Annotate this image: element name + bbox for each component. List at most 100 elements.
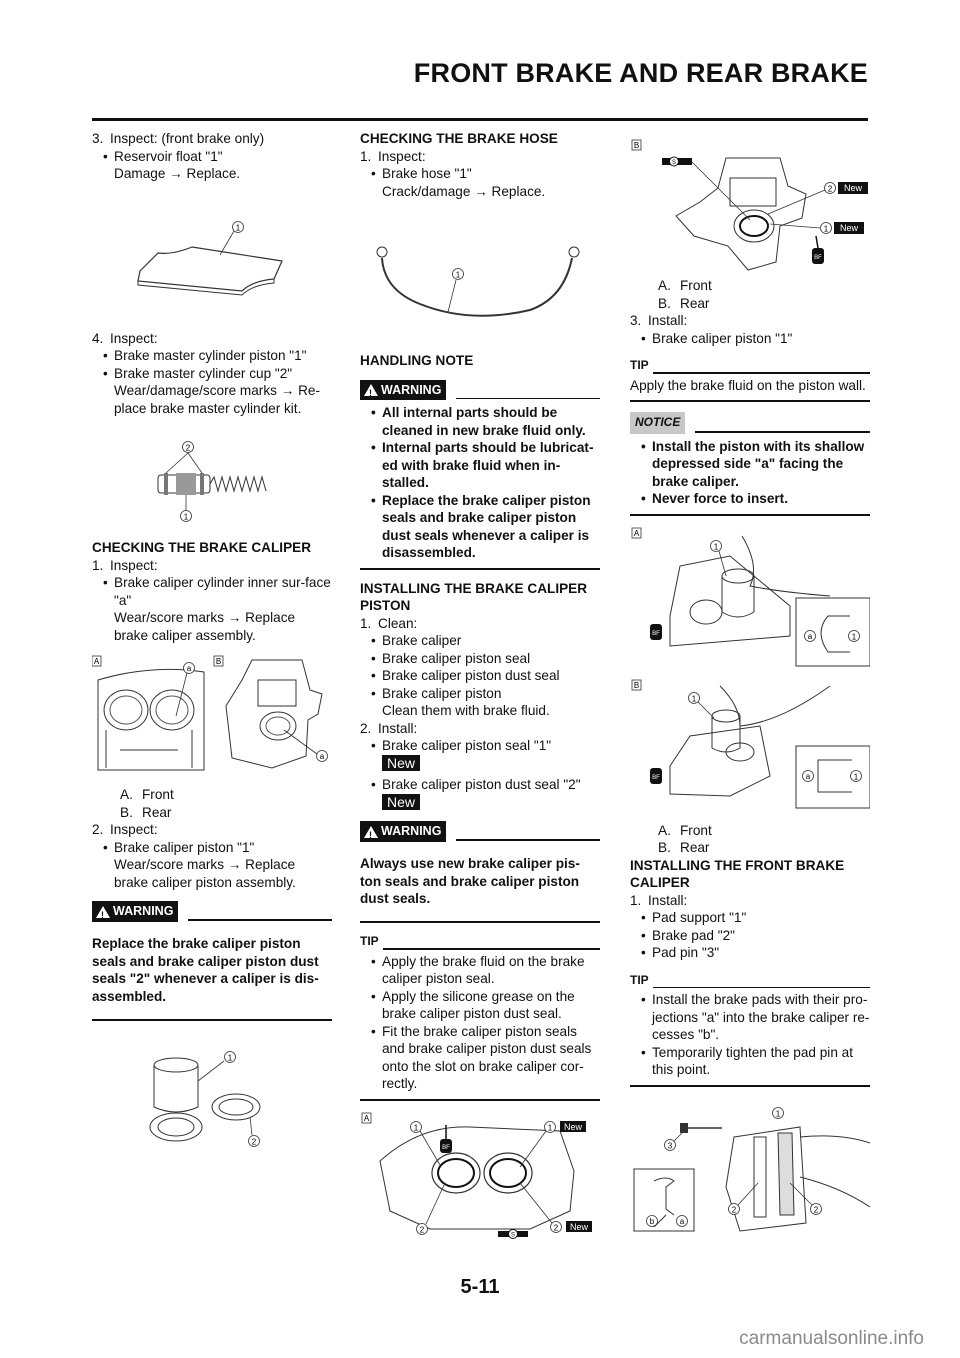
step-4: 4.Inspect: <box>92 330 158 346</box>
result-text: Wear/score marks → Replace brake caliper… <box>114 610 296 643</box>
svg-text:1: 1 <box>548 1123 553 1132</box>
warning-header: WARNING <box>92 901 332 924</box>
notice-header: NOTICE <box>630 412 870 434</box>
step-3: 3.Inspect: (front brake only) <box>92 131 265 146</box>
svg-text:New: New <box>564 1122 583 1132</box>
svg-text:a: a <box>187 664 192 673</box>
master-cylinder-figure: 2 1 <box>92 423 332 533</box>
svg-text:2: 2 <box>732 1205 737 1214</box>
svg-text:2: 2 <box>420 1225 425 1234</box>
new-badge: New <box>382 793 421 810</box>
warning-bullet: •All internal parts should be cleaned in… <box>371 405 586 438</box>
watermark: carmanualsonline.info <box>739 1328 924 1349</box>
svg-text:B: B <box>216 657 221 666</box>
piston-install-figure: A 1 BF a 1 B 1 <box>630 526 870 816</box>
column-2: CHECKING THE BRAKE HOSE 1.Inspect: •Brak… <box>360 130 600 1247</box>
warning-badge: WARNING <box>360 821 447 844</box>
brake-hose-figure: 1 <box>360 206 600 346</box>
caliper-inner-surface-figure: A a B a <box>92 650 332 780</box>
notice-bullet: •Install the piston with its shallow dep… <box>641 438 865 489</box>
legend-row: A.Front <box>658 822 712 838</box>
svg-text:BF: BF <box>814 255 822 261</box>
warning-badge: WARNING <box>360 379 447 403</box>
warning-text: Replace the brake caliper piston seals a… <box>92 936 319 1004</box>
warning-bullet: •Internal parts should be lubricat-ed wi… <box>371 440 594 490</box>
svg-text:BF: BF <box>652 631 660 637</box>
tip-header: TIP <box>360 933 600 951</box>
svg-text:BF: BF <box>442 1145 450 1151</box>
result-text: Wear/damage/score marks → Re-place brake… <box>114 383 320 416</box>
warning-header: WARNING <box>360 821 600 844</box>
svg-text:S: S <box>672 160 676 166</box>
legend-row: B.Rear <box>120 804 172 820</box>
svg-text:2: 2 <box>186 444 191 453</box>
page-number: 5-11 <box>460 1276 500 1298</box>
svg-text:2: 2 <box>554 1223 559 1232</box>
svg-text:1: 1 <box>228 1053 233 1062</box>
tip-bullet: •Temporarily tighten the pad pin at this… <box>641 1044 854 1078</box>
column-1: 3.Inspect: (front brake only) •Reservoir… <box>92 130 332 1167</box>
warning-triangle-icon <box>96 905 110 924</box>
svg-text:3: 3 <box>668 1141 673 1150</box>
svg-text:1: 1 <box>854 772 859 781</box>
bullet: •Brake caliper piston dust seal <box>371 668 560 683</box>
bullet: •Brake caliper piston <box>371 685 502 701</box>
svg-text:a: a <box>680 1217 685 1226</box>
reservoir-float-figure: 1 <box>92 189 332 324</box>
notice-bullet: •Never force to insert. <box>641 491 788 506</box>
section-heading: INSTALLING THE FRONT BRAKE CALIPER <box>630 857 845 891</box>
result-text: Damage → Replace. <box>114 166 241 181</box>
step-1: 1.Install: <box>630 892 688 908</box>
svg-text:2: 2 <box>814 1205 819 1214</box>
svg-text:2: 2 <box>828 185 833 194</box>
svg-text:1: 1 <box>714 542 719 551</box>
bullet: •Brake caliper piston dust seal "2" <box>371 777 581 792</box>
tip-bullet: •Apply the silicone grease on the brake … <box>371 988 575 1022</box>
svg-text:1: 1 <box>414 1123 419 1132</box>
bullet: •Pad pin "3" <box>641 945 720 960</box>
bullet: •Brake caliper <box>371 633 462 648</box>
svg-text:New: New <box>840 223 859 233</box>
result-text: Wear/score marks → Replace brake caliper… <box>114 857 296 890</box>
new-badge: New <box>382 754 421 771</box>
section-heading: HANDLING NOTE <box>360 353 474 368</box>
step-2: 2.Inspect: <box>92 822 158 837</box>
bullet: •Brake hose "1" <box>371 166 472 181</box>
brake-pad-install-figure: 3 1 2 2 b a <box>630 1097 870 1237</box>
bullet: •Reservoir float "1" <box>103 148 223 164</box>
warning-triangle-icon <box>364 384 378 403</box>
bullet: •Brake caliper piston seal <box>371 650 531 666</box>
section-heading: CHECKING THE BRAKE CALIPER <box>92 540 312 555</box>
result-text: Clean them with brake fluid. <box>382 703 550 718</box>
legend-row: A.Front <box>120 787 174 802</box>
warning-header: WARNING <box>360 379 600 403</box>
tip-bullet: •Fit the brake caliper piston seals and … <box>371 1023 592 1092</box>
svg-text:A: A <box>634 529 640 538</box>
bullet: •Brake pad "2" <box>641 927 735 943</box>
bullet: •Brake caliper cylinder inner sur-face "… <box>103 575 331 608</box>
step-2: 2.Install: <box>360 720 418 736</box>
page-title: FRONT BRAKE AND REAR BRAKE <box>413 58 868 88</box>
bullet: •Brake master cylinder piston "1" <box>103 348 307 363</box>
warning-bullet: •Replace the brake caliper piston seals … <box>371 492 591 561</box>
bullet: •Brake caliper piston "1" <box>641 330 793 346</box>
title-rule <box>92 118 868 121</box>
svg-text:a: a <box>320 752 325 761</box>
step-1: 1.Inspect: <box>360 148 426 164</box>
svg-text:New: New <box>844 183 863 193</box>
legend-row: B.Rear <box>658 840 710 855</box>
bullet: •Brake caliper piston "1" <box>103 839 255 855</box>
svg-text:New: New <box>570 1222 589 1232</box>
svg-text:1: 1 <box>236 223 241 232</box>
tip-bullet: •Install the brake pads with their pro-j… <box>641 992 870 1042</box>
svg-text:S: S <box>511 1232 515 1238</box>
tip-bullet: •Apply the brake fluid on the brake cali… <box>371 953 585 987</box>
svg-text:a: a <box>806 772 811 781</box>
step-1: 1.Inspect: <box>92 557 158 573</box>
svg-text:BF: BF <box>652 775 660 781</box>
svg-text:1: 1 <box>692 694 697 703</box>
result-text: Crack/damage → Replace. <box>382 183 546 199</box>
bullet: •Brake master cylinder cup "2" <box>103 365 293 381</box>
warning-badge: WARNING <box>92 901 179 924</box>
tip-header: TIP <box>630 972 870 990</box>
